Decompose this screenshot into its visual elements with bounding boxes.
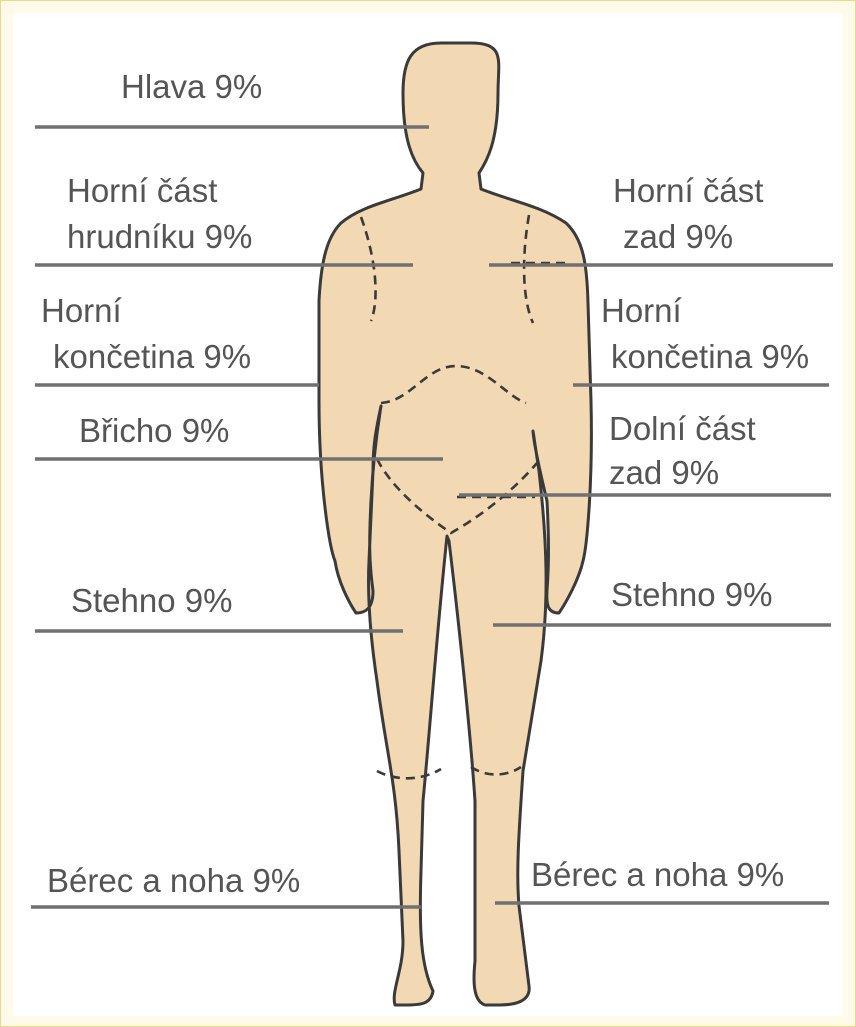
label-arm-right-line1: Horní (601, 287, 682, 335)
label-head: Hlava 9% (121, 63, 262, 111)
label-abdomen: Břicho 9% (79, 407, 229, 455)
label-upper-chest-line1: Horní část (67, 167, 217, 215)
label-arm-right-line2: končetina 9% (611, 333, 809, 381)
label-upper-back-line1: Horní část (613, 167, 763, 215)
label-thigh-right: Stehno 9% (611, 571, 772, 619)
label-leg-right: Bérec a noha 9% (531, 851, 784, 899)
label-arm-left-line1: Horní (41, 287, 122, 335)
label-upper-back-line2: zad 9% (623, 213, 733, 261)
label-upper-chest-line2: hrudníku 9% (67, 213, 252, 261)
label-arm-left-line2: končetina 9% (53, 333, 251, 381)
label-thigh-left: Stehno 9% (71, 577, 232, 625)
label-lower-back-line1: Dolní část (609, 405, 756, 453)
label-lower-back-line2: zad 9% (609, 449, 719, 497)
diagram-panel: Hlava 9% Horní část hrudníku 9% Horní čá… (13, 13, 843, 1016)
label-leg-left: Bérec a noha 9% (47, 857, 300, 905)
